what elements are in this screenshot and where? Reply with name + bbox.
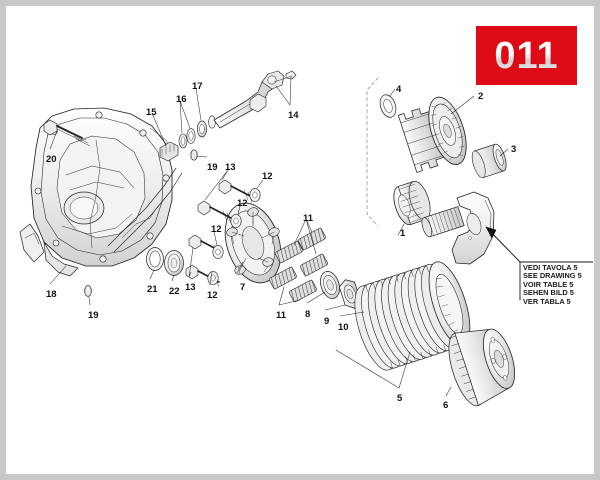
callout-number-10: 10 <box>338 322 349 333</box>
crankcase-cover <box>19 107 183 277</box>
part-8-thrust-bearing <box>320 271 340 299</box>
part-20-bolt <box>43 119 91 147</box>
part-15-16-17-bushes <box>159 115 216 162</box>
callout-number-2: 2 <box>478 91 484 102</box>
cross-reference-line-5: VER TABLA 5 <box>523 296 571 306</box>
crank-counterweight <box>451 191 495 265</box>
callout-number-13a: 13 <box>225 162 236 173</box>
part-12-washers <box>207 188 261 285</box>
callout-number-9: 9 <box>324 316 330 327</box>
callout-number-20: 20 <box>46 154 57 165</box>
part-4-washer <box>379 94 397 118</box>
callout-number-21: 21 <box>147 284 158 295</box>
callout-number-4: 4 <box>396 84 402 95</box>
callout-number-19a: 19 <box>207 162 218 173</box>
callout-number-11b: 11 <box>276 310 287 321</box>
part-2-primary-driven-gear <box>397 96 467 173</box>
part-5-clutch-plate-stack <box>354 261 471 371</box>
callout-number-18: 18 <box>46 289 57 300</box>
part-3-spacer-bush <box>471 143 507 179</box>
callout-number-16: 16 <box>176 94 187 105</box>
callout-number-13b: 13 <box>185 282 196 293</box>
callout-number-17: 17 <box>192 81 203 92</box>
cross-reference-region <box>366 77 379 227</box>
part-11-clutch-springs <box>269 227 328 303</box>
part-21-22-seals <box>146 247 184 276</box>
callout-number-12b: 12 <box>237 198 248 209</box>
callout-number-5: 5 <box>397 393 403 404</box>
callout-number-14: 14 <box>288 110 299 121</box>
callout-number-7: 7 <box>240 282 246 293</box>
callout-number-6: 6 <box>443 400 449 411</box>
cross-reference-line-2: SEE DRAWING 5 <box>523 271 582 281</box>
plate-number-text: 011 <box>494 34 559 77</box>
part-14-shift-lever <box>213 70 297 129</box>
callout-number-12c: 12 <box>211 224 222 235</box>
callout-number-12d: 12 <box>207 290 218 301</box>
cross-reference-line-1: VEDI TAVOLA 5 <box>523 263 578 272</box>
leader-lines <box>49 76 597 397</box>
callout-number-15: 15 <box>146 107 157 118</box>
callout-number-19b: 19 <box>88 310 99 321</box>
part-13-clutch-bolts <box>185 179 253 288</box>
callout-number-1: 1 <box>400 228 406 239</box>
callout-number-12a: 12 <box>262 171 273 182</box>
part-19-dowel-pins <box>84 149 198 297</box>
callout-number-22: 22 <box>169 286 180 297</box>
callout-number-8: 8 <box>305 309 311 320</box>
part-6-clutch-basket <box>448 328 516 407</box>
callout-number-3: 3 <box>511 144 517 155</box>
part-1-primary-drive-gear <box>393 180 495 265</box>
callout-number-11a: 11 <box>303 213 314 224</box>
cross-reference-line-3: VOIR TABLE 5 <box>523 279 574 289</box>
cross-reference-line-4: SEHEN BILD 5 <box>523 288 574 298</box>
plate-number-badge: 011 <box>476 26 577 85</box>
